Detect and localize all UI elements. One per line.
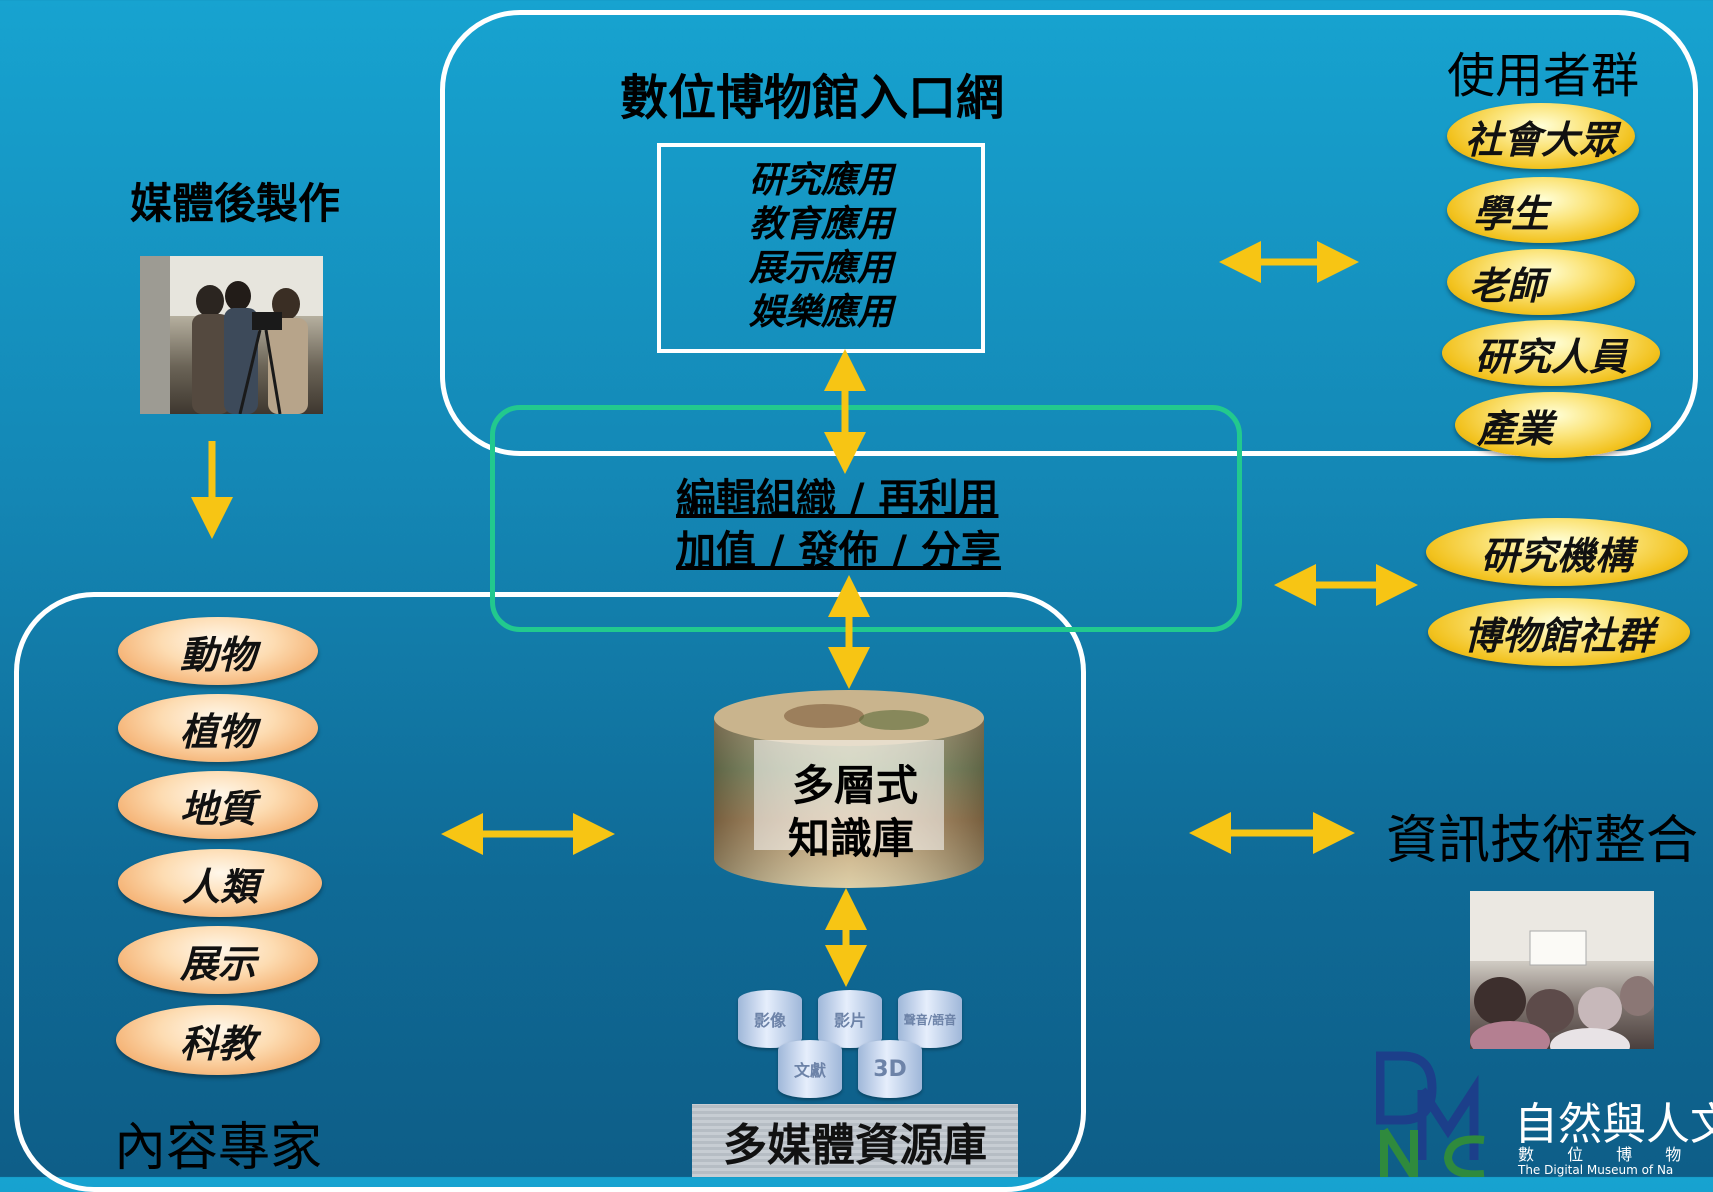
- multimedia-repository-title: 多媒體資源庫: [692, 1104, 1018, 1177]
- app-research: 研究應用: [748, 160, 893, 201]
- resource-audio: 聲音/語音: [898, 990, 962, 1048]
- users-title: 使用者群: [1447, 48, 1640, 104]
- middle-line-1: 編輯組織 / 再利用: [676, 476, 999, 522]
- topic-animals: 動物: [118, 617, 318, 685]
- logo-name: 自然與人文: [1514, 1099, 1713, 1150]
- user-group-researchers: 研究人員: [1442, 320, 1660, 386]
- content-experts-title: 內容專家: [114, 1118, 323, 1178]
- middle-line-2: 加值 / 發佈 / 分享: [676, 528, 1001, 574]
- resource-image: 影像: [738, 990, 802, 1048]
- app-education: 教育應用: [748, 204, 893, 245]
- knowledge-base-line-1: 多層式: [792, 761, 919, 810]
- user-group-students: 學生: [1447, 177, 1639, 243]
- app-entertainment: 娛樂應用: [748, 292, 893, 333]
- partner-museum-community: 博物館社群: [1428, 598, 1690, 666]
- topic-exhibition: 展示: [118, 926, 318, 994]
- it-integration-photo: [1470, 891, 1654, 1049]
- topic-geology: 地質: [118, 771, 318, 839]
- dmnc-logo: 自然與人文 數 位 博 物 館 The Digital Museum of Na: [1375, 1050, 1713, 1180]
- logo-sub: 數 位 博 物 館: [1518, 1145, 1713, 1164]
- portal-title: 數位博物館入口網: [620, 70, 1005, 126]
- topic-plants: 植物: [118, 694, 318, 762]
- media-post-photo: [140, 256, 323, 414]
- resource-3d: 3D: [858, 1040, 922, 1098]
- resource-documents: 文獻: [778, 1040, 842, 1098]
- topic-science-education: 科教: [116, 1005, 320, 1075]
- user-group-public: 社會大眾: [1447, 103, 1635, 169]
- user-group-teachers: 老師: [1447, 249, 1635, 315]
- media-post-title: 媒體後製作: [130, 179, 341, 228]
- knowledge-base-cylinder: [714, 690, 984, 890]
- applications-box: 研究應用 教育應用 展示應用 娛樂應用: [657, 143, 985, 353]
- resource-video: 影片: [818, 990, 882, 1048]
- logo-english: The Digital Museum of Na: [1518, 1163, 1674, 1177]
- partner-research-institutes: 研究機構: [1426, 518, 1688, 586]
- it-integration-title: 資訊技術整合: [1386, 811, 1699, 871]
- portal-frame: [440, 10, 1698, 456]
- topic-anthropology: 人類: [118, 849, 322, 917]
- dmnc-logo-mark: [1375, 1051, 1485, 1180]
- user-group-industry: 產業: [1455, 392, 1651, 458]
- knowledge-base-line-2: 知識庫: [788, 814, 915, 863]
- app-exhibition: 展示應用: [748, 248, 893, 289]
